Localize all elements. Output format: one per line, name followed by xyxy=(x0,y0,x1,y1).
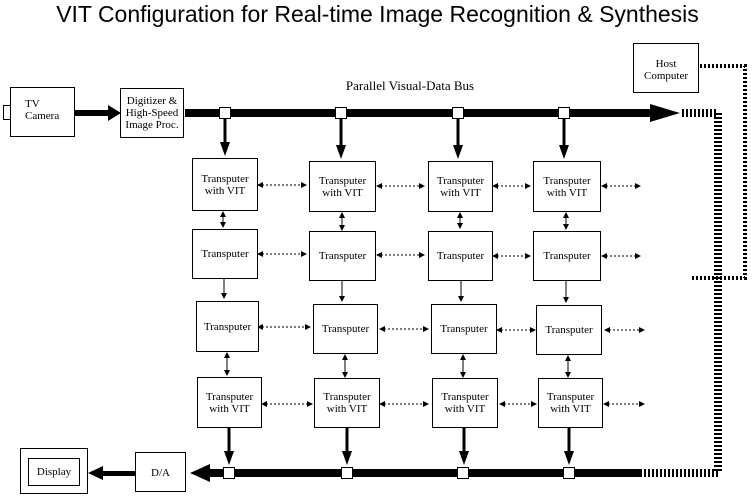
transputer-with-vit: Transputer with VIT xyxy=(314,378,380,428)
transputer: Transputer xyxy=(309,231,376,281)
tv-camera: TV Camera xyxy=(10,87,75,137)
top-bus xyxy=(185,104,718,122)
transputer-with-vit: Transputer with VIT xyxy=(197,377,262,428)
bus-node xyxy=(223,467,235,479)
bus-node xyxy=(219,107,231,119)
transputer: Transputer xyxy=(536,305,602,355)
transputer: Transputer xyxy=(192,229,258,279)
row2-row3-links xyxy=(221,279,569,303)
bus-node xyxy=(558,107,570,119)
transputer-with-vit: Transputer with VIT xyxy=(309,161,376,212)
transputer: Transputer xyxy=(428,231,493,281)
bus-node xyxy=(335,107,347,119)
da-converter: D/A xyxy=(135,452,186,492)
digitizer-box: Digitizer & High-Speed Image Proc. xyxy=(120,88,184,138)
da-arrow xyxy=(88,466,136,480)
transputer-with-vit: Transputer with VIT xyxy=(192,158,258,211)
transputer: Transputer xyxy=(196,301,259,352)
bus-node xyxy=(563,467,575,479)
horizontal-links xyxy=(257,182,645,407)
display-frame: Display xyxy=(20,448,88,494)
transputer: Transputer xyxy=(533,231,601,281)
transputer-with-vit: Transputer with VIT xyxy=(428,161,493,212)
camera-arrow xyxy=(75,105,121,121)
transputer: Transputer xyxy=(313,304,378,354)
host-computer: Host Computer xyxy=(633,43,699,93)
display: Display xyxy=(28,458,80,486)
row3-row4-links xyxy=(224,352,571,378)
row4-to-bus-arrows xyxy=(224,428,574,465)
row1-row2-links xyxy=(220,211,569,231)
diagram-title: VIT Configuration for Real-time Image Re… xyxy=(56,1,699,27)
bus-node xyxy=(452,107,464,119)
bottom-bus xyxy=(190,464,718,482)
transputer-with-vit: Transputer with VIT xyxy=(432,378,498,428)
bus-label: Parallel Visual-Data Bus xyxy=(345,78,475,93)
host-connection xyxy=(690,64,747,473)
transputer: Transputer xyxy=(431,304,497,354)
bus-node xyxy=(341,467,353,479)
transputer-with-vit: Transputer with VIT xyxy=(533,161,601,212)
transputer-with-vit: Transputer with VIT xyxy=(538,378,603,428)
bus-node xyxy=(457,467,469,479)
bus-to-row1-arrows xyxy=(220,118,569,159)
